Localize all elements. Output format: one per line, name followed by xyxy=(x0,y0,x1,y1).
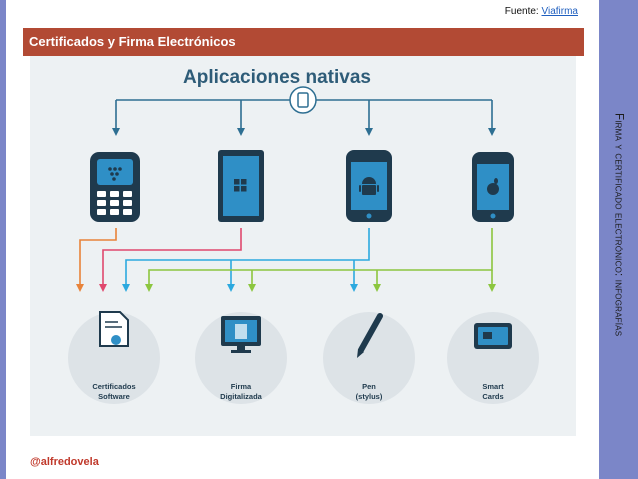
sidebar-title: Firma y certificado electrónico: infogra… xyxy=(599,0,638,479)
stylus-icon xyxy=(357,313,383,358)
source-prefix: Fuente: xyxy=(504,6,542,17)
output-label-line1: Smart xyxy=(482,382,504,391)
certificate-icon xyxy=(99,311,129,347)
output-pen-stylus: Pen (stylus) xyxy=(323,312,415,404)
android-phone-icon xyxy=(346,150,392,222)
smart-card-icon xyxy=(474,323,512,349)
mobile-icon xyxy=(289,86,317,114)
output-label-line2: Digitalizada xyxy=(220,392,263,401)
output-certificados: Certificados Software xyxy=(68,311,160,404)
iphone-device-icon xyxy=(472,152,514,222)
header-bar: Certificados y Firma Electrónicos xyxy=(23,28,584,56)
infographic-diagram: Aplicaciones nativas xyxy=(30,56,576,436)
monitor-icon xyxy=(221,316,261,353)
connector-lines xyxy=(79,228,493,284)
output-label-line2: (stylus) xyxy=(356,392,383,401)
output-label-line1: Pen xyxy=(362,382,376,391)
output-firma-digitalizada: Firma Digitalizada xyxy=(195,312,287,404)
output-label-line2: Software xyxy=(98,392,130,401)
blackberry-device-icon xyxy=(90,152,140,222)
windows-tablet-icon xyxy=(218,150,264,222)
output-label-line2: Cards xyxy=(482,392,503,401)
connector-arrowheads xyxy=(76,284,496,292)
header-title: Certificados y Firma Electrónicos xyxy=(29,34,236,49)
output-label-line1: Certificados xyxy=(92,382,135,391)
diagram-title: Aplicaciones nativas xyxy=(183,67,371,88)
slide-left-border xyxy=(0,0,6,479)
distribution-arrowheads xyxy=(112,128,496,136)
output-label-line1: Firma xyxy=(231,382,252,391)
sidebar-title-text: Firma y certificado electrónico: infogra… xyxy=(612,112,625,337)
output-smart-cards: Smart Cards xyxy=(447,312,539,404)
author-handle: @alfredovela xyxy=(30,456,99,468)
sidebar-band xyxy=(599,0,638,479)
source-link[interactable]: Viafirma xyxy=(541,6,579,17)
source-credit: Fuente: Viafirma xyxy=(505,6,578,17)
distribution-lines xyxy=(115,99,493,130)
